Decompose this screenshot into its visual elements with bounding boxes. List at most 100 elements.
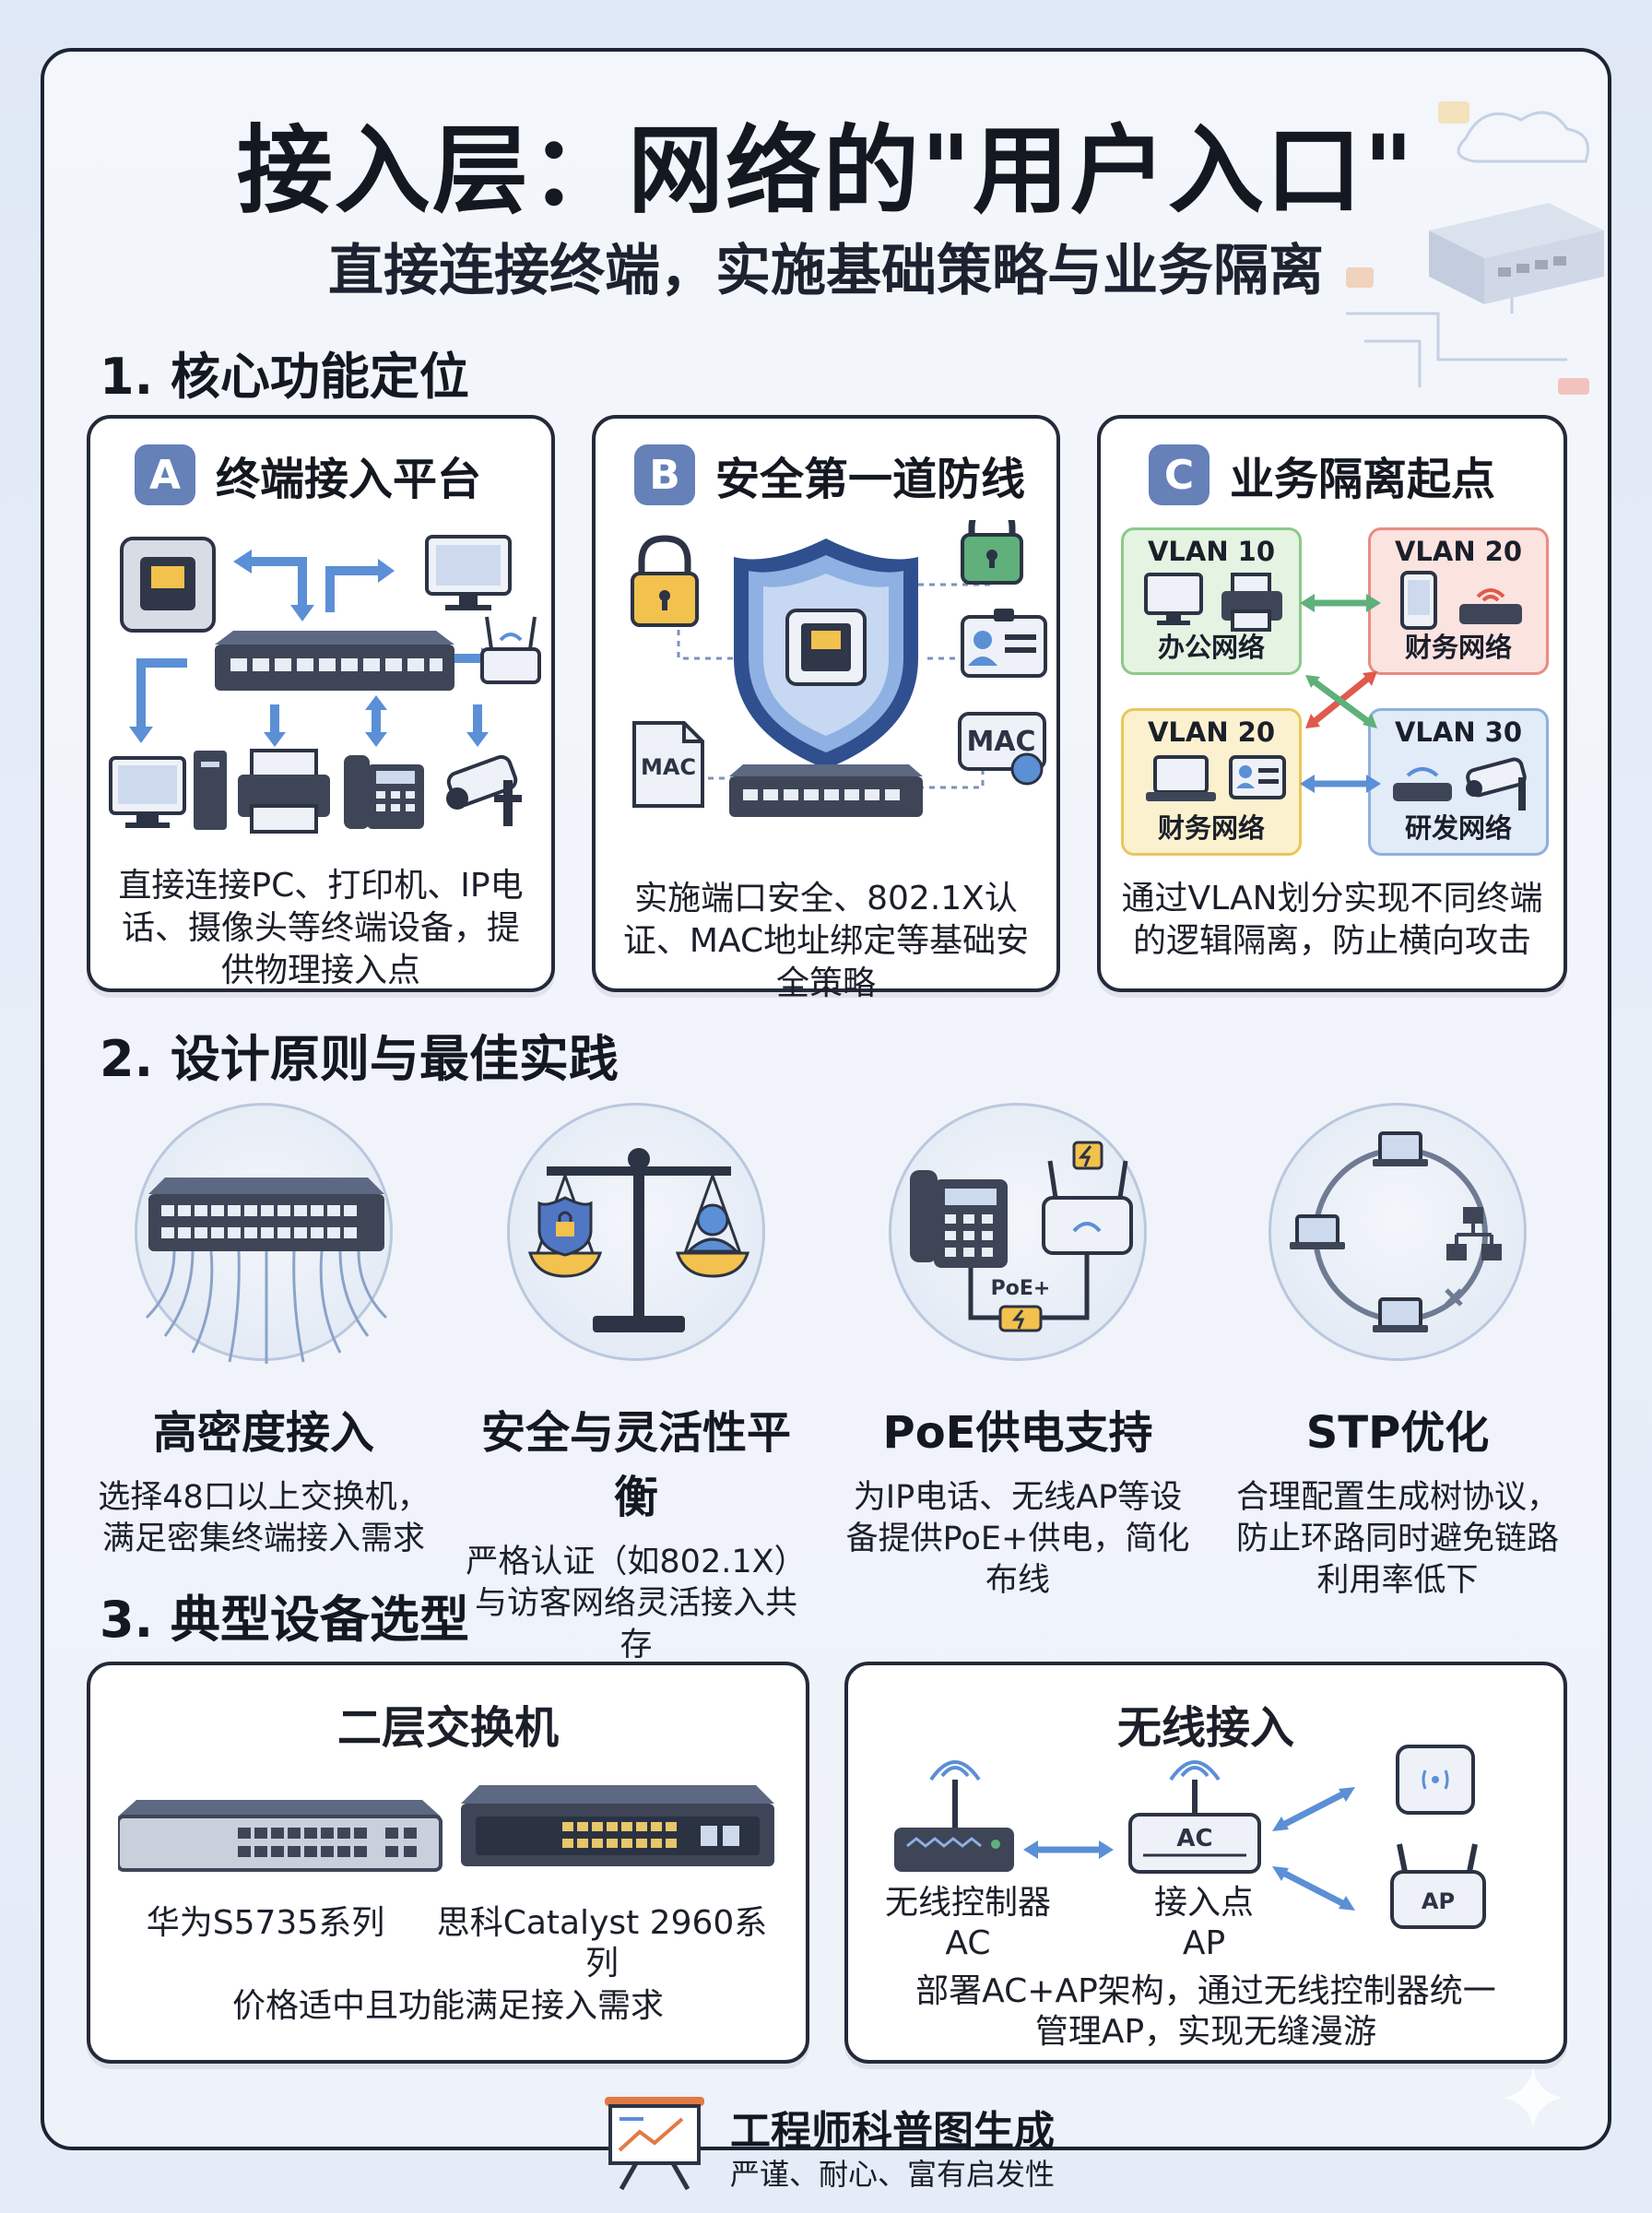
page-title: 接入层：网络的"用户入口" (236, 114, 1416, 227)
stp-illustration (1268, 1103, 1527, 1361)
card-title: 业务隔离起点 (1230, 454, 1496, 505)
card-badge: A (135, 444, 195, 505)
poe-devices-icon: PoE+ (910, 1141, 1133, 1332)
switch-card-desc: 价格适中且功能满足接入需求 (231, 1987, 664, 2025)
vlan-box-finance-2: VLAN 20 财务网络 (1121, 708, 1302, 856)
laptop-icon (1373, 1131, 1428, 1166)
cisco-switch-icon (461, 1785, 774, 1866)
principle-security-flexibility: 安全与灵活性平衡 严格认证（如802.1X）与访客网络灵活接入共存 (461, 1103, 811, 1666)
vlan-id: VLAN 30 (1394, 716, 1523, 748)
balance-illustration (507, 1103, 765, 1361)
principle-poe: PoE+ PoE供电支持 为IP电话、无线AP等设备提供PoE+供电，简化布线 (843, 1103, 1193, 1602)
principle-desc: 选择48口以上交换机，满足密集终端接入需求 (98, 1479, 430, 1557)
device-label-ap: 接入点 AP (1153, 1884, 1254, 1962)
vlan-id: VLAN 20 (1394, 536, 1523, 567)
mac-document-icon (632, 721, 704, 808)
high-density-illustration (135, 1103, 393, 1364)
vlan-name: 办公网络 (1157, 632, 1265, 663)
isolation-arrows (1300, 594, 1381, 793)
ethernet-port-icon (120, 537, 216, 633)
card-wireless-access: 无线接入 AC (844, 1662, 1567, 2064)
vlan-box-finance: VLAN 20 财务网络 (1368, 527, 1549, 675)
device-label-cisco: 思科Catalyst 2960系列 (436, 1904, 768, 1982)
shield-icon (734, 538, 918, 769)
card-badge: B (634, 444, 695, 505)
card-l2-switch: 二层交换机 华为S5735系列 思科Catalyst 2960系列 价格适中且功… (87, 1662, 809, 2064)
footer-title: 工程师科普图生成 (730, 2108, 1055, 2155)
ap-router-icon (1390, 1843, 1486, 1929)
printer-icon (238, 749, 330, 834)
ip-phone-icon (344, 755, 424, 829)
principle-desc: 为IP电话、无线AP等设备提供PoE+供电，简化布线 (845, 1479, 1190, 1599)
card-title: 二层交换机 (336, 1702, 559, 1754)
card-title: 无线接入 (1116, 1702, 1294, 1754)
principle-desc: 严格认证（如802.1X）与访客网络灵活接入共存 (466, 1544, 807, 1663)
principle-high-density: 高密度接入 选择48口以上交换机，满足密集终端接入需求 (88, 1103, 439, 1560)
topology-icon (1446, 1207, 1502, 1260)
principle-title: 高密度接入 (152, 1407, 374, 1459)
finance-laptop-icon (1146, 755, 1286, 801)
finance-devices-icon (1400, 571, 1522, 630)
mac-tag-icon (958, 712, 1046, 786)
vlan-id: VLAN 20 (1147, 716, 1276, 748)
card-badge: C (1149, 444, 1210, 505)
terminal-access-diagram (109, 535, 541, 834)
monitor-icon (425, 535, 512, 610)
bidirectional-arrow-icon (1023, 1840, 1114, 1859)
vlan-id: VLAN 10 (1147, 536, 1276, 567)
card-business-isolation: C 业务隔离起点 VLAN 10 办公网络 VLAN 20 财务网络 VLAN … (1097, 415, 1567, 992)
id-card-icon (961, 609, 1047, 678)
wireless-controller-icon (894, 1760, 1014, 1872)
card-desc: 通过VLAN划分实现不同终端的逻辑隔离，防止横向攻击 (1121, 880, 1543, 960)
vlan-box-office: VLAN 10 办公网络 (1121, 527, 1302, 675)
wireless-architecture-diagram: AC AP (894, 1745, 1486, 1929)
principle-title: 安全与灵活性平衡 (480, 1407, 791, 1523)
wireless-card-desc: 部署AC+AP架构，通过无线控制器统一管理AP，实现无缝漫游 (915, 1972, 1496, 2051)
sparkle-icon (1503, 2067, 1564, 2128)
switch-devices-illustration (118, 1785, 774, 1872)
security-camera-icon (446, 754, 522, 826)
ap-tag: AP (1422, 1888, 1455, 1914)
huawei-switch-icon (118, 1800, 442, 1872)
presentation-board-icon (605, 2097, 704, 2191)
principle-title: STP优化 (1305, 1407, 1490, 1459)
switch-icon (215, 631, 454, 691)
rnd-devices-icon (1393, 757, 1527, 811)
lock-icon (961, 520, 1023, 585)
principle-desc: 合理配置生成树协议，防止环路同时避免链路利用率低下 (1235, 1479, 1559, 1599)
mac-label-left: MAC (641, 754, 696, 780)
network-switch-decoration (1346, 101, 1604, 395)
principle-stp: STP优化 合理配置生成树协议，防止环路同时避免链路利用率低下 (1222, 1103, 1573, 1602)
footer-subtitle: 严谨、耐心、富有启发性 (730, 2157, 1056, 2192)
section-heading-core-functions: 1. 核心功能定位 (100, 348, 469, 406)
desktop-pc-icon (109, 751, 227, 830)
card-desc: 直接连接PC、打印机、IP电话、摄像头等终端设备，提供物理接入点 (118, 867, 524, 989)
lock-icon (631, 535, 699, 627)
mac-label-right: MAC (966, 726, 1035, 758)
card-desc: 实施端口安全、802.1X认证、MAC地址绑定等基础安全策略 (622, 880, 1030, 1002)
card-terminal-access: A 终端接入平台 (87, 415, 555, 992)
office-devices-icon (1144, 573, 1282, 632)
ceiling-ap-icon (1396, 1745, 1475, 1815)
vlan-name: 研发网络 (1404, 812, 1512, 844)
48-port-switch-icon (145, 1178, 388, 1364)
poe-illustration: PoE+ (889, 1103, 1147, 1361)
card-security-defense: B 安全第一道防线 (592, 415, 1060, 1002)
card-title: 安全第一道防线 (715, 454, 1026, 505)
device-label-huawei: 华为S5735系列 (146, 1904, 385, 1942)
access-point-icon (1128, 1760, 1261, 1874)
router-icon (480, 616, 541, 684)
balance-scale-icon (527, 1148, 750, 1332)
principle-title: PoE供电支持 (882, 1407, 1153, 1459)
poe-label: PoE+ (991, 1277, 1051, 1300)
vlan-name: 财务网络 (1404, 632, 1512, 663)
section-heading-device-selection: 3. 典型设备选型 (100, 1591, 469, 1649)
ac-tag: AC (1176, 1825, 1212, 1852)
page-subtitle: 直接连接终端，实施基础策略与业务隔离 (328, 239, 1324, 303)
section-heading-design-principles: 2. 设计原则与最佳实践 (100, 1030, 619, 1088)
vlan-box-rnd: VLAN 30 研发网络 (1368, 708, 1549, 856)
card-title: 终端接入平台 (216, 454, 482, 505)
stp-ring-icon (1290, 1131, 1502, 1332)
switch-icon (729, 764, 923, 817)
vlan-name: 财务网络 (1157, 812, 1265, 844)
